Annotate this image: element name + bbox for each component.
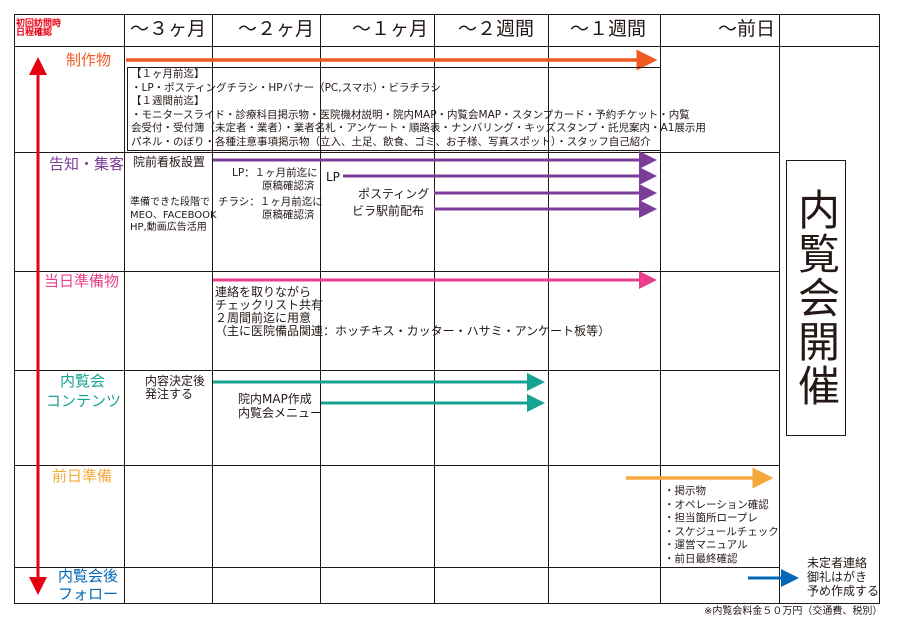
promo-posting-text: ポスティング	[358, 187, 430, 201]
column-header-3months: ～３ヶ月	[130, 18, 207, 40]
prevday-item: ・運営マニュアル	[664, 539, 748, 551]
column-header-2months: ～２ヶ月	[238, 18, 315, 40]
promo-meo-line3: HP,動画広告活用	[130, 222, 207, 233]
production-items-box	[127, 67, 661, 151]
contents-menu-text: 内覧会メニュー	[238, 406, 323, 420]
production-items-1week-line3: パネル・のぼり・各種注意事項掲示物（立入、土足、飲食、ゴミ、お子様、写真スポット…	[131, 135, 651, 148]
follow-line3: 予め作成する	[807, 584, 880, 598]
row-label-promo: 告知・集客	[49, 155, 125, 173]
promo-meo-line1: 準備できた段階で	[130, 197, 210, 208]
sameday-line1: 連絡を取りながら	[215, 285, 312, 299]
row-label-contents-1: 内覧会	[60, 372, 106, 390]
promo-lp-text: LP	[326, 170, 340, 184]
column-header-2weeks: ～２週間	[458, 18, 535, 40]
promo-sign-text: 院前看板設置	[133, 155, 206, 169]
row-label-production: 制作物	[66, 51, 112, 69]
contents-map-text: 院内MAP作成	[238, 392, 312, 406]
prevday-item: ・掲示物	[664, 485, 706, 497]
promo-meo-note: 準備できた段階で MEO、FACEBOOK HP,動画広告活用	[130, 197, 217, 235]
follow-note: 未定者連絡 御礼はがき 予め作成する	[807, 556, 879, 598]
contents-decide-note: 内容決定後 発注する	[145, 375, 205, 401]
promo-lp-note-2: 原稿確認済	[262, 180, 315, 192]
production-items-1week-line1: ・モニタースライド・診療科目掲示物・医院機材説明・院内MAP・内覧会MAP・スタ…	[131, 108, 690, 121]
first-visit-label: 初回訪問時 日程確認	[16, 19, 62, 39]
event-title: 内覧会開催	[791, 188, 841, 408]
first-visit-label-line2: 日程確認	[16, 28, 53, 39]
contents-decide-line2: 発注する	[145, 387, 194, 401]
promo-flyer-note-1: チラシ：１ヶ月前迄に	[218, 196, 323, 208]
row-label-contents-2: コンテンツ	[46, 392, 122, 410]
column-header-1month: ～１ヶ月	[352, 18, 429, 40]
column-header-1week: ～１週間	[570, 18, 647, 40]
production-heading-1month: 【１ヶ月前迄】	[131, 68, 205, 80]
first-visit-label-line1: 初回訪問時	[16, 19, 62, 29]
event-box: 内覧会開催	[786, 160, 846, 436]
sameday-line4: （主に医院備品関連：ホッチキス・カッター・ハサミ・アンケート板等）	[215, 324, 611, 338]
follow-line2: 御礼はがき	[807, 570, 868, 584]
follow-line1: 未定者連絡	[807, 556, 868, 570]
contents-decide-line1: 内容決定後	[145, 374, 206, 388]
row-label-follow-2: フォロー	[58, 585, 119, 603]
prevday-list: ・掲示物 ・オペレーション確認 ・担当箇所ロープレ ・スケジュールチェック ・運…	[664, 485, 779, 566]
promo-meo-line2: MEO、FACEBOOK	[130, 209, 217, 221]
prevday-item: ・スケジュールチェック	[664, 525, 779, 538]
prevday-item: ・担当箇所ロープレ	[664, 512, 758, 524]
sameday-line3: ２周間前迄に用意	[215, 311, 312, 325]
sameday-notes: 連絡を取りながら チェックリスト共有 ２周間前迄に用意 （主に医院備品関連：ホッ…	[215, 286, 610, 338]
production-items-1month: ・LP・ポスティングチラシ・HPバナー（PC,スマホ）・ビラチラシ	[131, 81, 441, 94]
prevday-item: ・オペレーション確認	[664, 498, 769, 511]
prevday-item: ・前日最終確認	[664, 552, 738, 565]
row-label-prevday: 前日準備	[52, 467, 113, 485]
sameday-line2: チェックリスト共有	[215, 298, 324, 312]
row-label-sameday: 当日準備物	[44, 272, 120, 290]
production-items-1week-line2: 会受付・受付簿（未定者・業者）・業者名札・アンケート・順路表・ナンバリング・キッ…	[131, 122, 706, 134]
production-heading-1week: 【１週間前迄】	[131, 95, 205, 107]
row-label-follow-1: 内覧会後	[58, 567, 119, 585]
price-footnote: ※内覧会料金５０万円（交通費、税別）	[704, 606, 883, 617]
promo-lp-note-1: LP：１ヶ月前迄に	[232, 167, 318, 179]
column-header-prevday: ～前日	[718, 18, 776, 40]
production-items: 【１ヶ月前迄】 ・LP・ポスティングチラシ・HPバナー（PC,スマホ）・ビラチラ…	[131, 68, 706, 149]
promo-station-text: ビラ駅前配布	[352, 204, 425, 218]
promo-flyer-note-2: 原稿確認済	[262, 209, 315, 221]
